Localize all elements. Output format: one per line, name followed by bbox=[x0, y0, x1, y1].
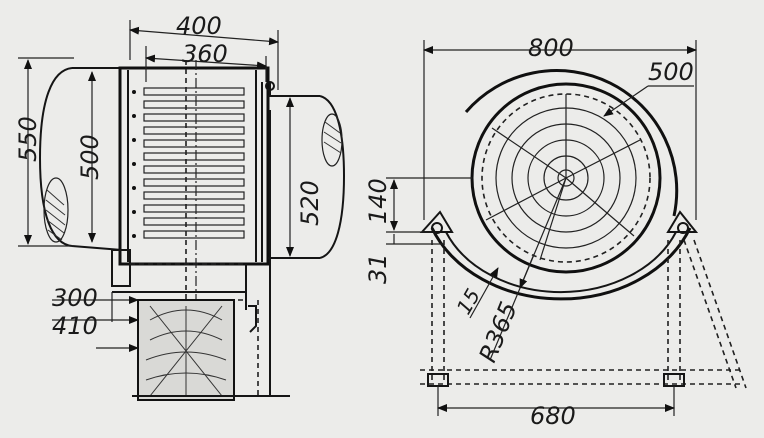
label-r365: R365 bbox=[474, 298, 523, 366]
guard-arc bbox=[464, 69, 679, 217]
dim-680: 680 bbox=[437, 386, 675, 430]
dim-360: 360 bbox=[145, 40, 267, 82]
end-view: 800 bbox=[364, 34, 747, 430]
cradle-arc bbox=[430, 227, 692, 301]
label-680: 680 bbox=[530, 402, 576, 430]
cradle-mounts bbox=[419, 210, 699, 234]
dim-140: 140 bbox=[364, 177, 472, 233]
label-15: 15 bbox=[452, 284, 486, 318]
label-550: 550 bbox=[14, 116, 42, 162]
label-500-end: 500 bbox=[648, 58, 694, 86]
wooden-stump bbox=[132, 299, 290, 401]
dim-800: 800 bbox=[423, 34, 697, 220]
label-410: 410 bbox=[52, 312, 98, 340]
label-400: 400 bbox=[176, 12, 222, 40]
label-800: 800 bbox=[528, 34, 574, 62]
dim-400: 400 bbox=[129, 12, 279, 90]
label-520: 520 bbox=[296, 180, 324, 226]
left-log-end bbox=[38, 67, 123, 251]
label-300: 300 bbox=[52, 284, 98, 312]
right-log-end bbox=[265, 81, 346, 259]
drum-ribs bbox=[143, 87, 245, 239]
dim-550: 550 bbox=[14, 57, 74, 247]
dim-31: 31 bbox=[364, 234, 444, 284]
label-140: 140 bbox=[364, 178, 392, 224]
dim-520: 520 bbox=[286, 97, 324, 257]
dim-500-side: 500 bbox=[76, 71, 104, 243]
legs bbox=[420, 239, 747, 389]
label-360: 360 bbox=[182, 40, 228, 68]
label-500-side: 500 bbox=[76, 134, 104, 180]
dim-500-end: 500 bbox=[603, 58, 694, 117]
dim-300: 300 bbox=[52, 284, 139, 322]
label-31: 31 bbox=[364, 253, 392, 284]
dim-410: 410 bbox=[52, 312, 139, 352]
side-view: 400 360 550 500 520 bbox=[14, 12, 346, 401]
